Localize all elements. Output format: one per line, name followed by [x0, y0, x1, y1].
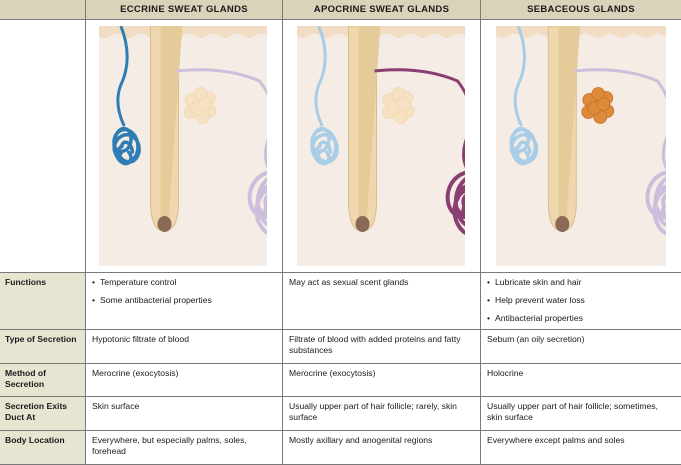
row-divider [0, 19, 681, 20]
cell-sebaceous-method: Holocrine [487, 368, 524, 378]
hair-papilla [355, 216, 370, 232]
cell-apocrine-method: Merocrine (exocytosis) [289, 368, 376, 378]
list-item: Some antibacterial properties [92, 295, 276, 306]
epidermis [297, 26, 465, 38]
hair-shaft [358, 26, 381, 221]
header-eccrine: ECCRINE SWEAT GLANDS [86, 0, 282, 19]
list-item: Lubricate skin and hair [487, 277, 675, 288]
cell-apocrine-exit: Usually upper part of hair follicle; rar… [289, 401, 457, 422]
cell-sebaceous-functions: Lubricate skin and hair Help prevent wat… [481, 273, 681, 335]
eccrine-coil [112, 126, 141, 166]
dermis-background [99, 26, 267, 266]
apocrine-coil [645, 170, 666, 236]
cell-eccrine-type: Hypotonic filtrate of blood [92, 334, 189, 344]
cell-apocrine-location: Mostly axillary and anogenital regions [289, 435, 433, 445]
header-sebaceous: SEBACEOUS GLANDS [481, 0, 681, 19]
apocrine-duct [176, 68, 267, 168]
cell-sebaceous-location: Everywhere except palms and soles [487, 435, 625, 445]
sebaceous-gland [581, 87, 615, 124]
sebaceous-gland [381, 87, 415, 124]
row-divider [0, 329, 681, 330]
sebaceous-gland-illustration [496, 26, 666, 266]
eccrine-gland-illustration [99, 26, 267, 266]
cell-eccrine-location: Everywhere, but especially palms, soles,… [92, 435, 247, 456]
sebaceous-gland [183, 87, 217, 124]
header-apocrine: APOCRINE SWEAT GLANDS [283, 0, 480, 19]
cell-eccrine-functions: Temperature control Some antibacterial p… [86, 273, 282, 317]
dermis-background [496, 26, 666, 266]
row-label-functions: Functions [0, 273, 85, 329]
list-item: Temperature control [92, 277, 276, 288]
apocrine-duct [574, 68, 666, 171]
cell-apocrine-functions: May act as sexual scent glands [289, 277, 409, 287]
eccrine-duct [116, 26, 129, 127]
column-divider [282, 0, 283, 465]
epidermis [496, 26, 666, 38]
column-divider [480, 0, 481, 465]
row-divider [0, 430, 681, 431]
cell-sebaceous-type: Sebum (an oily secretion) [487, 334, 585, 344]
hair-papilla [157, 216, 172, 232]
apocrine-coil [247, 170, 267, 236]
row-divider [0, 396, 681, 397]
hair-shaft [558, 26, 581, 221]
header-blank-cell [0, 0, 85, 19]
eccrine-duct [513, 26, 526, 127]
eccrine-duct [314, 26, 327, 127]
apocrine-gland-illustration [297, 26, 465, 266]
row-label-body-location: Body Location [0, 431, 85, 465]
column-divider [85, 0, 86, 465]
hair-papilla [555, 216, 570, 232]
row-label-method-of-secretion: Method of Secretion [0, 364, 85, 396]
cell-sebaceous-exit: Usually upper part of hair follicle; som… [487, 401, 658, 422]
apocrine-coil [445, 170, 465, 236]
row-label-type-of-secretion: Type of Secretion [0, 330, 85, 363]
eccrine-coil [310, 126, 339, 166]
list-item: Help prevent water loss [487, 295, 675, 306]
row-divider [0, 363, 681, 364]
list-item: Antibacterial properties [487, 313, 675, 324]
cell-apocrine-type: Filtrate of blood with added proteins an… [289, 334, 461, 355]
cell-eccrine-method: Merocrine (exocytosis) [92, 368, 179, 378]
apocrine-duct [374, 68, 465, 168]
dermis-background [297, 26, 465, 266]
row-divider [0, 272, 681, 273]
eccrine-coil [509, 126, 539, 166]
row-label-secretion-exits: Secretion Exits Duct At [0, 397, 85, 430]
hair-shaft [160, 26, 183, 221]
epidermis [99, 26, 267, 38]
cell-eccrine-exit: Skin surface [92, 401, 140, 411]
